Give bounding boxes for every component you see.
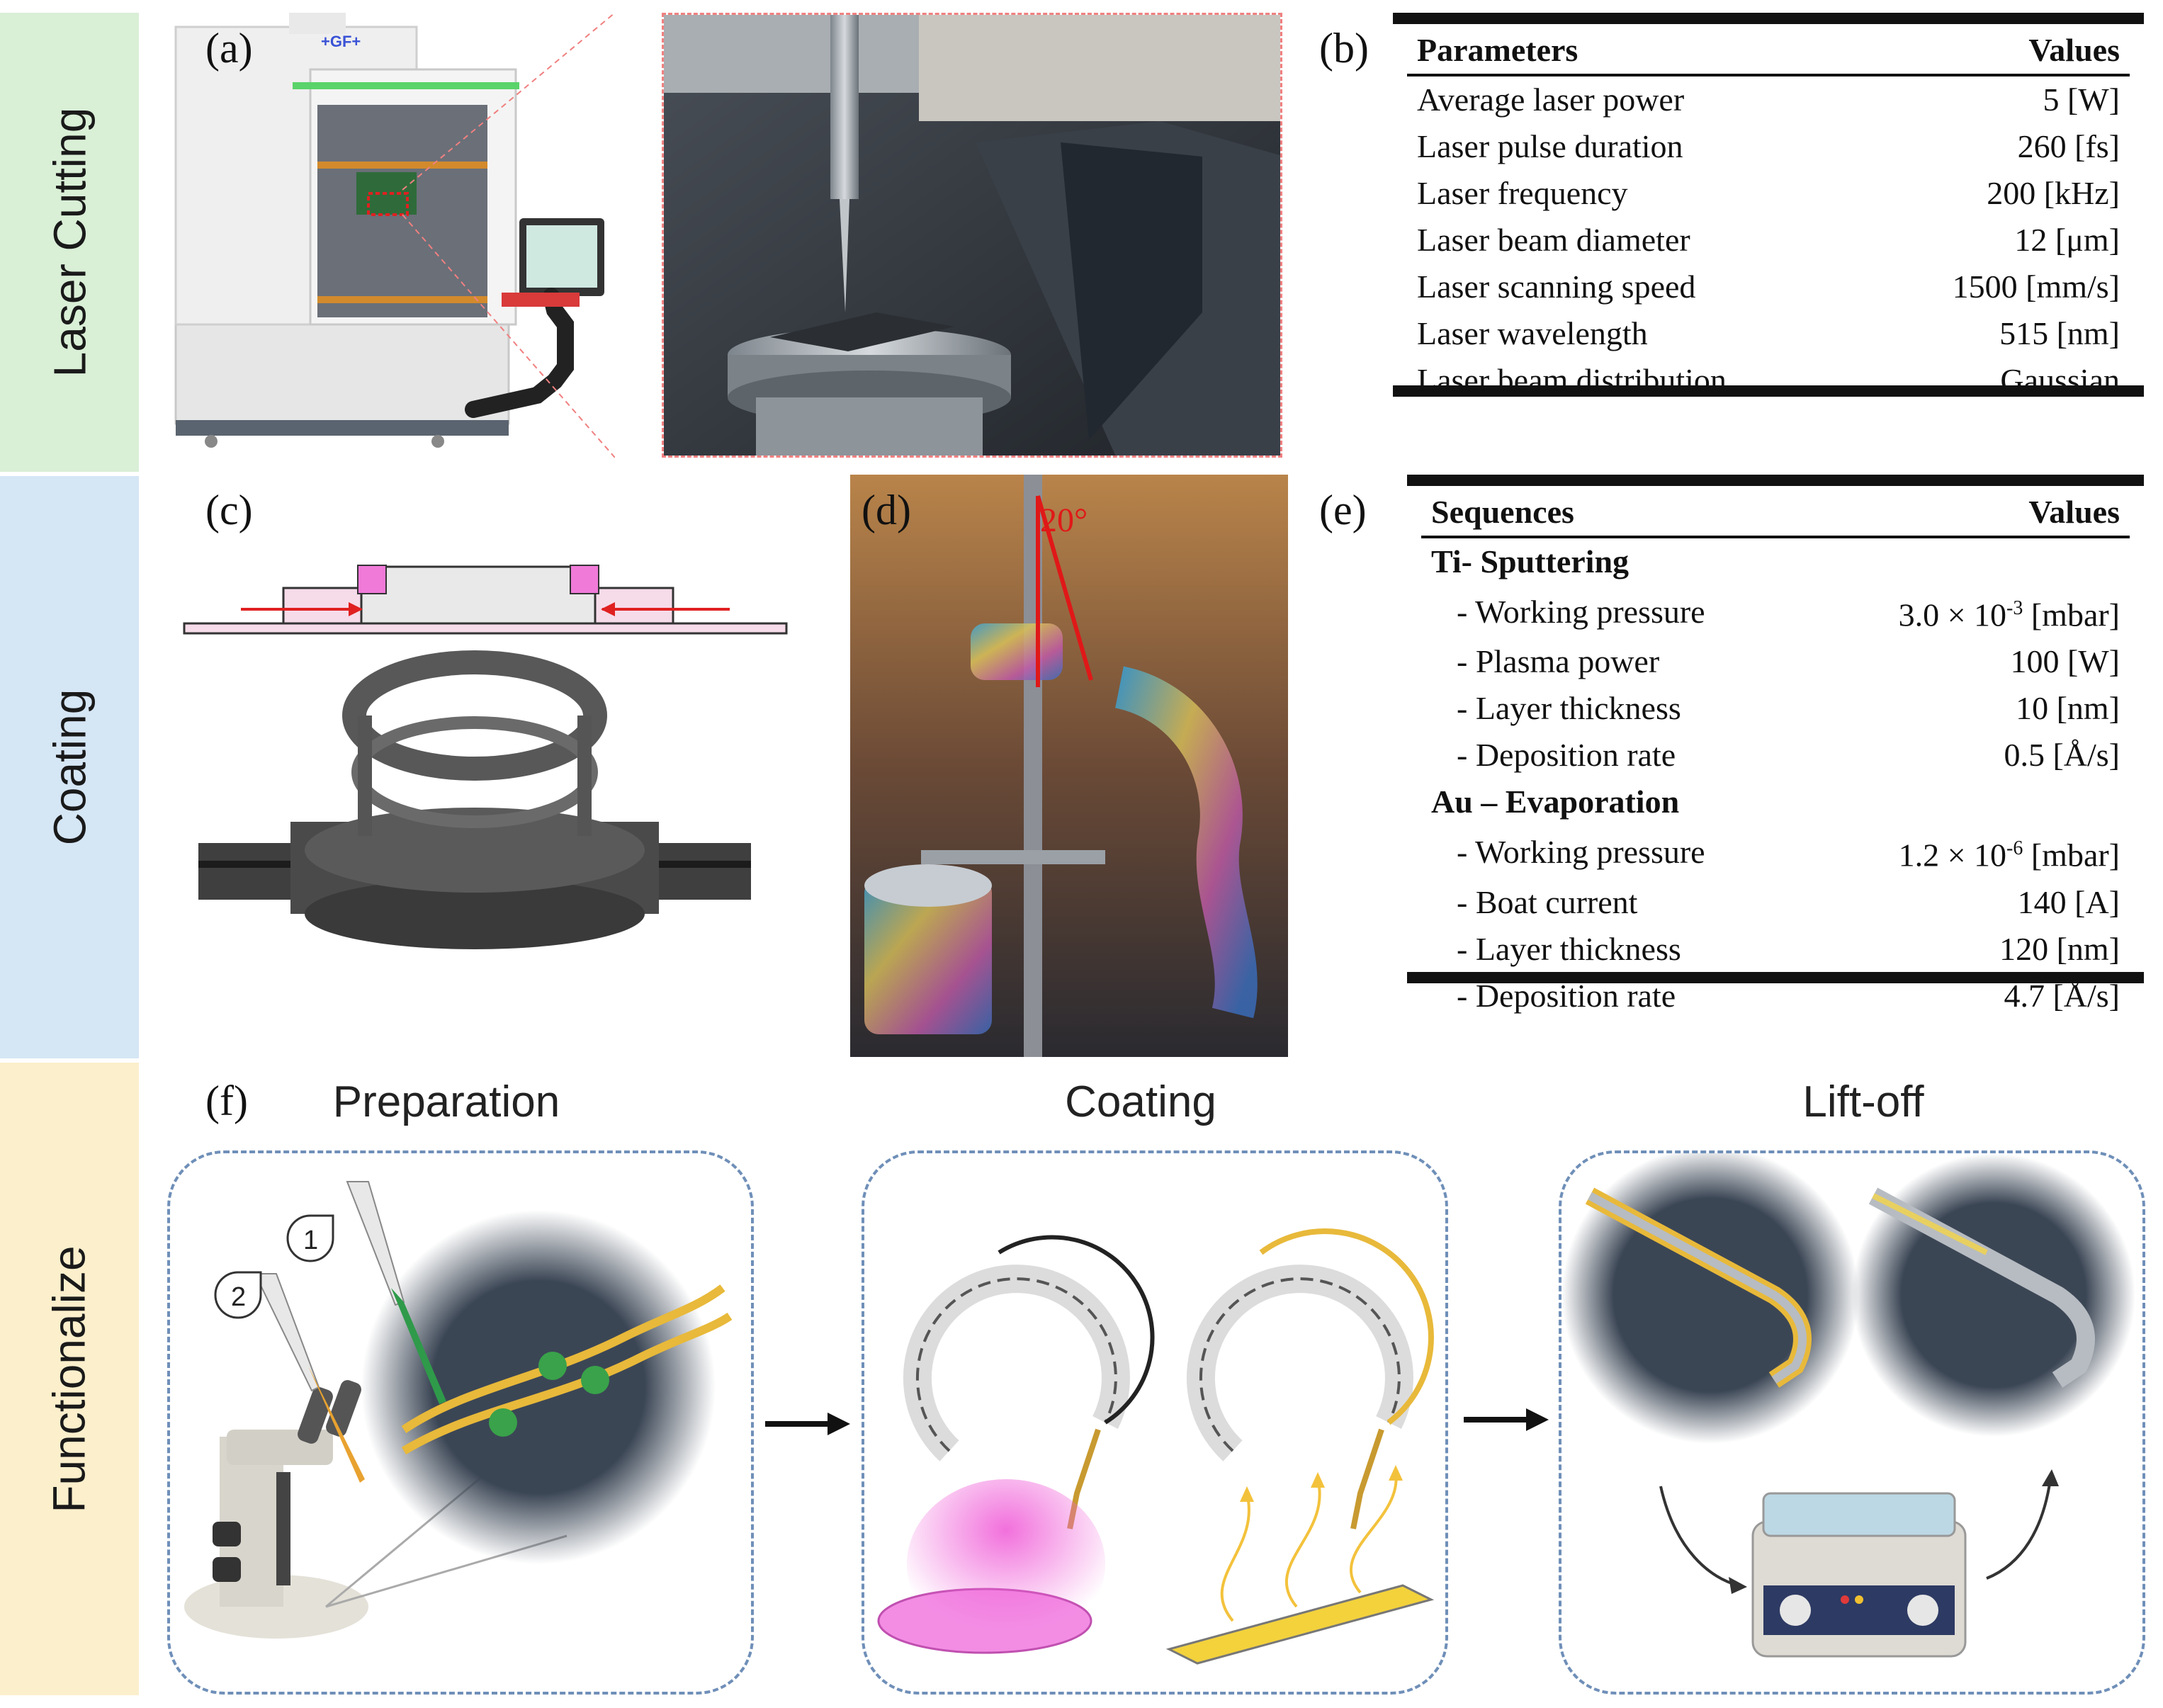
angle-label: 20° [1040,502,1088,539]
value-base: 3.0 × 10 [1898,596,2007,633]
table-cell: Laser frequency [1417,175,1628,211]
value-base: 1.2 × 10 [1898,837,2007,873]
table-cell: Laser scanning speed [1417,268,1696,305]
table-header-values: Values [2028,494,2120,530]
table-header-sequences: Sequences [1431,494,1574,530]
brand-label: +GF+ [321,33,361,50]
table-cell: 5 [W] [2043,81,2120,118]
pipette-marker-1: 1 [303,1226,318,1255]
step-title-coating: Coating [1065,1078,1216,1126]
table-cell: 0.5 [Å/s] [2004,737,2120,774]
table-header-parameters: Parameters [1417,32,1579,68]
table-cell: - Plasma power [1457,643,1660,680]
table-row: Laser frequency 200 [kHz] [1407,170,2130,217]
table-row: Parameters Values [1407,27,2130,75]
table-e-top-rule [1407,475,2144,486]
laser-machine-image: +GF+ [169,13,615,458]
table-row: Laser beam distribution Gaussian [1407,357,2130,404]
coating-holder-drawing [177,538,801,992]
band-label-laser-cutting: Laser Cutting [44,107,95,378]
table-row: Laser pulse duration 260 [fs] [1407,123,2130,170]
table-cell: Laser beam diameter [1417,222,1690,258]
table-row: Laser beam diameter 12 [μm] [1407,217,2130,264]
table-header-values: Values [2028,32,2120,68]
table-cell: 100 [W] [2010,643,2120,680]
table-row: - Deposition rate 4.7 [Å/s] [1421,973,2130,1019]
table-row: Sequences Values [1421,489,2130,537]
coating-sequences-table: Sequences Values Ti- Sputtering - Workin… [1421,489,2130,1019]
table-row: Laser scanning speed 1500 [mm/s] [1407,264,2130,310]
laser-machine-drawing: +GF+ [169,13,615,458]
table-row: - Working pressure 1.2 × 10-6 [mbar] [1421,825,2130,878]
table-b-top-rule [1393,13,2144,24]
table-cell: 140 [A] [2017,883,2120,920]
laser-zoom-drawing [664,15,1280,456]
table-cell: Laser wavelength [1417,315,1648,351]
table-row: - Plasma power 100 [W] [1421,638,2130,685]
table-group-title: Au – Evaporation [1431,784,1680,820]
value-unit: [mbar] [2023,596,2120,633]
liftoff-box [1559,1150,2145,1695]
table-cell: Gaussian [2000,362,2120,398]
panel-label-f: (f) [205,1078,248,1124]
table-e-bottom-rule [1407,972,2144,983]
table-cell: - Working pressure [1457,593,1705,630]
table-cell: 515 [nm] [1999,315,2120,351]
table-row: Laser wavelength 515 [nm] [1407,310,2130,357]
table-group-row: Au – Evaporation [1421,779,2130,825]
table-cell: 260 [fs] [2017,128,2120,164]
panel-label-e: (e) [1319,487,1367,533]
table-cell: - Deposition rate [1457,977,1676,1014]
table-row: - Deposition rate 0.5 [Å/s] [1421,732,2130,779]
arrow-right-icon [1464,1408,1549,1431]
table-cell: 120 [nm] [1999,930,2120,967]
table-cell: 3.0 × 10-3 [mbar] [1810,585,2130,638]
band-label-functionalize: Functionalize [44,1245,95,1513]
table-cell: Average laser power [1417,81,1685,118]
step-title-liftoff: Lift-off [1802,1078,1924,1126]
pipette-marker-2: 2 [231,1282,246,1312]
table-cell: 12 [μm] [2014,222,2120,258]
table-cell: - Deposition rate [1457,737,1676,774]
band-functionalize: Functionalize [0,1063,139,1695]
table-row: Average laser power 5 [W] [1407,75,2130,123]
preparation-box: 2 1 [167,1150,754,1695]
band-label-coating: Coating [44,689,95,846]
table-cell: 200 [kHz] [1987,175,2120,211]
table-group-row: Ti- Sputtering [1421,537,2130,585]
value-exponent: -6 [2006,837,2023,860]
chamber-photo: 20° [850,475,1288,1057]
value-exponent: -3 [2006,597,2023,619]
band-laser-cutting: Laser Cutting [0,13,139,472]
table-cell: - Layer thickness [1457,930,1681,967]
value-unit: [mbar] [2023,837,2120,873]
table-row: - Working pressure 3.0 × 10-3 [mbar] [1421,585,2130,638]
panel-label-d: (d) [862,487,911,533]
step-title-preparation: Preparation [332,1078,560,1126]
table-cell: - Working pressure [1457,833,1705,870]
arrow-right-icon [765,1413,850,1435]
table-cell: - Boat current [1457,883,1638,920]
table-cell: 10 [nm] [2016,690,2120,727]
table-group-title: Ti- Sputtering [1431,543,1630,579]
table-cell: - Layer thickness [1457,690,1681,727]
table-row: - Layer thickness 10 [nm] [1421,685,2130,732]
table-row: - Boat current 140 [A] [1421,879,2130,926]
coating-box [862,1150,1448,1695]
table-cell: Laser pulse duration [1417,128,1683,164]
table-cell: Laser beam distribution [1417,362,1727,398]
laser-parameters-table: Parameters Values Average laser power 5 [… [1407,27,2130,404]
table-b-bottom-rule [1393,385,2144,397]
table-row: - Layer thickness 120 [nm] [1421,926,2130,973]
panel-label-a: (a) [205,25,253,72]
laser-zoom-photo [662,13,1282,458]
panel-label-c: (c) [205,487,253,533]
panel-label-b: (b) [1319,25,1369,72]
band-coating: Coating [0,476,139,1058]
table-cell: 1500 [mm/s] [1952,268,2120,305]
table-cell: 1.2 × 10-6 [mbar] [1810,825,2130,878]
table-cell: 4.7 [Å/s] [2004,977,2120,1014]
